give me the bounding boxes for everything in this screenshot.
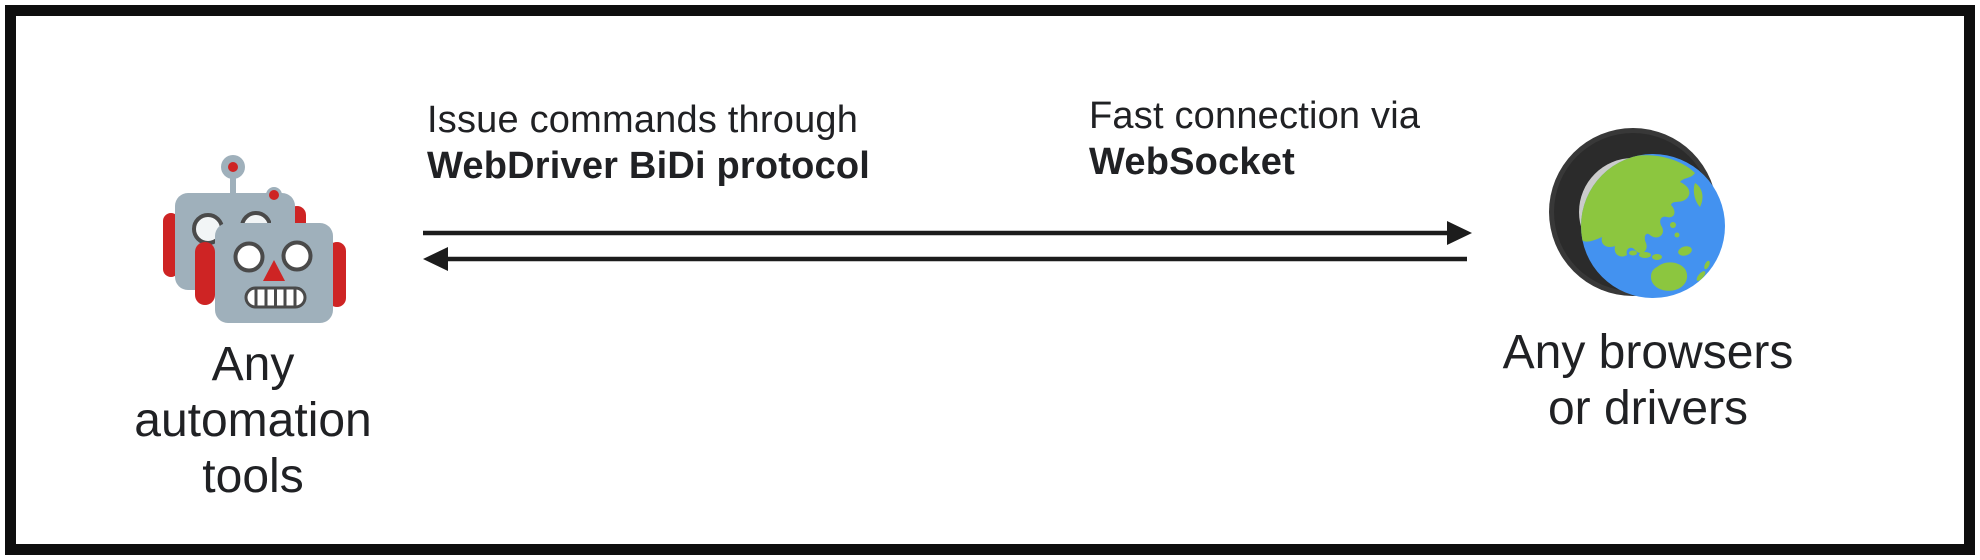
arrow-right — [423, 221, 1472, 245]
left-node-label: Any automation tools — [134, 338, 372, 503]
command-annotation: Issue commands through WebDriver BiDi pr… — [427, 97, 870, 189]
robot-icon — [163, 155, 346, 323]
socket-annotation-line1: Fast connection via — [1089, 95, 1421, 137]
arrow-left — [423, 247, 1467, 271]
right-node-label: Any browsers or drivers — [1502, 326, 1794, 435]
socket-annotation: Fast connection via WebSocket — [1089, 93, 1420, 185]
socket-annotation-line2: WebSocket — [1089, 141, 1295, 183]
command-annotation-line1: Issue commands through — [427, 99, 859, 141]
globe-tire-icon — [1549, 128, 1725, 298]
command-annotation-line2: WebDriver BiDi protocol — [427, 145, 871, 187]
